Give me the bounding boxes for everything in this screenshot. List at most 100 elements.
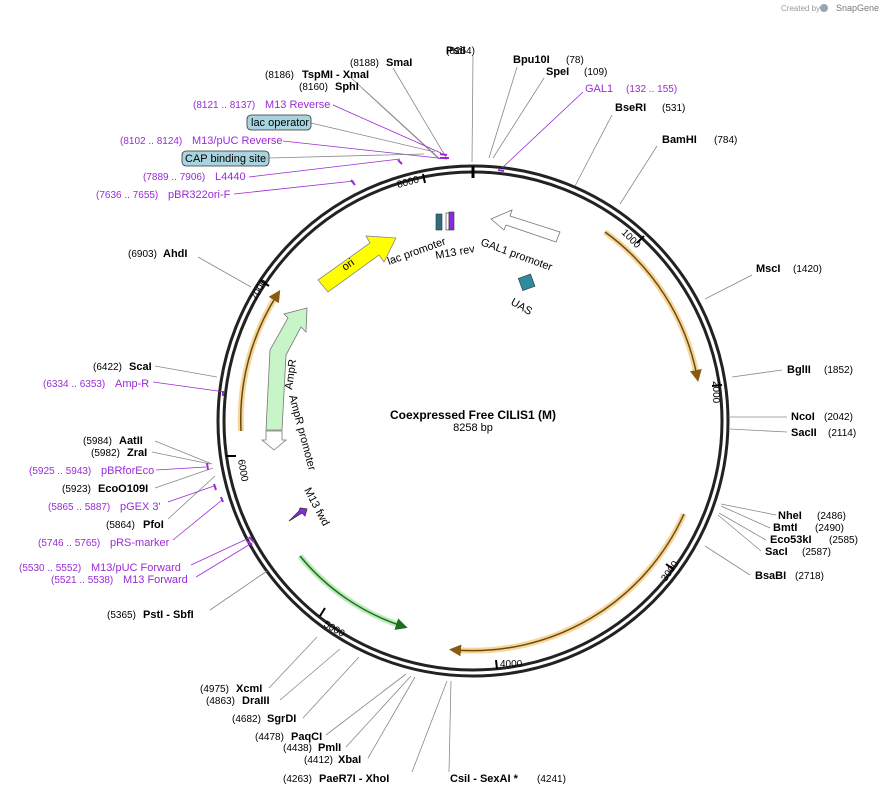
enzyme-sgrdi: SgrDI [267,713,296,725]
enzyme-aatii-pos: (5984) [83,436,112,447]
enzyme-msci: MscI [756,263,780,275]
enzyme-bpu10i-pos: (78) [566,55,584,66]
primer-m13puc-reverse: M13/pUC Reverse [192,135,282,147]
lac-operator-block [435,213,443,231]
enzyme-psii-pos: (8254) [446,46,475,57]
enzyme-eco0109i: EcoO109I [98,483,148,495]
enzyme-pfoi-pos: (5864) [106,520,135,531]
primer-prs-marker-pos: (5746 .. 5765) [38,538,100,549]
enzyme-pmli: PmlI [318,742,341,754]
enzyme-eco0109i-pos: (5923) [62,484,91,495]
enzyme-msci-pos: (1420) [793,264,822,275]
enzyme-bmti: BmtI [773,522,797,534]
enzyme-ncoi: NcoI [791,411,815,423]
enzyme-bsabi: BsaBI [755,570,786,582]
enzyme-csii-sexai-pos: (4241) [537,774,566,785]
m13-rev-block [448,211,455,231]
enzyme-sacii-pos: (2114) [828,428,856,439]
enzyme-pfoi: PfoI [143,519,164,531]
enzyme-aatii: AatII [119,435,143,447]
enzyme-ahdi-pos: (6903) [128,249,157,260]
ampr-feature [265,307,308,431]
enzyme-sphi-pos: (8160) [299,82,328,93]
m13-fwd-feature [288,507,308,522]
enzyme-psii: PsiI [446,45,466,57]
enzyme-zrai-pos: (5982) [91,448,120,459]
primer-m13-forward: M13 Forward [123,574,188,586]
enzyme-bpu10i: Bpu10I [513,54,550,66]
enzyme-bglii-pos: (1852) [824,365,853,376]
primer-gal1-pos: (132 .. 155) [626,84,677,95]
primer-marks [206,153,505,546]
uas-label: UAS [509,296,535,318]
enzyme-eco53ki-pos: (2585) [829,535,858,546]
enzyme-nhei: NheI [778,510,802,522]
enzyme-sphi: SphI [335,81,359,93]
enzyme-bamhi: BamHI [662,134,697,146]
credit-brand: SnapGene [836,3,879,13]
gal1-promoter-feature [490,209,561,243]
plasmid-name: Coexpressed Free CILIS1 (M) [390,408,556,422]
enzyme-paer7i-xhoi: PaeR7I - XhoI [319,773,389,785]
primer-pgex3: pGEX 3' [120,501,161,513]
enzyme-paqci-pos: (4478) [255,732,284,743]
green-arrow [299,555,408,630]
enzyme-xcmi: XcmI [236,683,262,695]
primer-amp-r: Amp-R [115,378,149,390]
enzyme-xbai-pos: (4412) [304,755,333,766]
primer-pgex3-pos: (5865 .. 5887) [48,502,110,513]
primer-amp-r-pos: (6334 .. 6353) [43,379,105,390]
primer-m13-reverse: M13 Reverse [265,99,330,111]
primer-gal1: GAL1 [585,83,613,95]
lac-operator-label: lac operator [251,117,309,129]
enzyme-paqci: PaqCI [291,731,322,743]
enzyme-psti-sbfi-pos: (5365) [107,610,136,621]
ampr-promoter-feature [260,430,288,451]
gal1-promoter-label: GAL1 promoter [479,237,554,274]
tick-6000: 6000 [235,459,250,483]
enzyme-ncoi-pos: (2042) [824,412,853,423]
enzyme-leaders [151,55,788,773]
enzyme-smai-pos: (8188) [350,58,379,69]
enzyme-smai: SmaI [386,57,412,69]
enzyme-tspmi-xmai: TspMI - XmaI [302,69,369,81]
tick-2000: 2000 [710,381,721,404]
primer-prs-marker: pRS-marker [110,537,170,549]
primer-pbr322ori-f-pos: (7636 .. 7655) [96,190,158,201]
m13-fwd-label: M13 fwd [301,486,331,528]
orf-arrow-1 [604,231,702,382]
ampr-label: AmpR [283,358,299,390]
cap-binding-site-box [181,150,270,167]
enzyme-bseri: BseRI [615,102,646,114]
primer-pbrforeco-pos: (5925 .. 5943) [29,466,91,477]
enzyme-sgrdi-pos: (4682) [232,714,261,725]
orf-arrow-2 [449,513,685,657]
enzyme-tspmi-xmai-pos: (8186) [265,70,294,81]
primer-pbr322ori-f: pBR322ori-F [168,189,231,201]
enzyme-scai: ScaI [129,361,152,373]
box-leaders [268,122,436,159]
orf-arrow-1-halo [603,229,700,377]
enzyme-bamhi-pos: (784) [714,135,737,146]
ori-feature [317,235,397,293]
enzyme-bsabi-pos: (2718) [795,571,824,582]
enzyme-nhei-pos: (2486) [817,511,846,522]
enzyme-eco53ki: Eco53kI [770,534,812,546]
enzyme-spei-pos: (109) [584,67,607,78]
enzyme-draiii: DraIII [242,695,270,707]
lac-operator-box [246,114,312,131]
enzyme-scai-pos: (6422) [93,362,122,373]
tick-4000: 4000 [500,659,523,670]
enzyme-sacii: SacII [791,427,817,439]
credit-prefix: Created by [781,4,820,13]
snapgene-logo-icon [820,4,828,12]
primer-l4440-pos: (7889 .. 7906) [143,172,205,183]
enzyme-pmli-pos: (4438) [283,743,312,754]
ori-label: ori [340,257,357,274]
enzyme-bmti-pos: (2490) [815,523,844,534]
enzyme-paer7i-xhoi-pos: (4263) [283,774,312,785]
primer-m13puc-forward: M13/pUC Forward [91,562,181,574]
primer-m13-forward-pos: (5521 .. 5538) [51,575,113,586]
ampr-promoter-label: AmpR promoter [286,394,318,472]
